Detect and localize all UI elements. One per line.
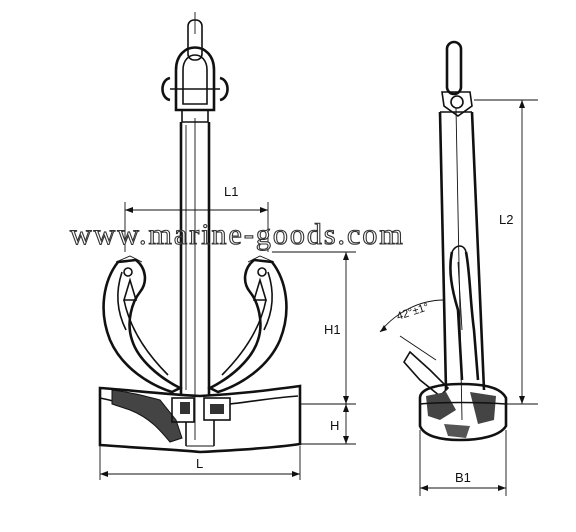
watermark-text: www.marine-goods.com <box>70 218 405 251</box>
right-fluke <box>207 255 288 394</box>
label-h: H <box>330 418 339 433</box>
dimension-b1: B1 <box>419 430 507 496</box>
dimension-h1: H1 <box>272 251 356 405</box>
label-angle: 42°±1° <box>395 301 430 323</box>
label-l2: L2 <box>499 212 513 227</box>
dimension-l1: L1 <box>124 184 269 252</box>
label-l: L <box>196 456 203 471</box>
side-crown <box>418 382 508 442</box>
front-view: L1 H1 H L <box>98 12 356 480</box>
dimension-l: L <box>99 446 301 480</box>
side-shackle <box>441 40 473 117</box>
shank <box>179 118 211 440</box>
side-view: L2 42°±1° B1 <box>379 40 538 496</box>
shackle <box>161 12 229 123</box>
crown <box>98 384 302 454</box>
left-fluke <box>102 255 183 394</box>
label-b1: B1 <box>455 470 471 485</box>
side-fluke <box>403 245 480 398</box>
label-h1: H1 <box>324 322 341 337</box>
angle-annotation: 42°±1° <box>379 299 445 361</box>
dimension-h: H <box>300 404 356 445</box>
dimension-l2: L2 <box>474 99 538 405</box>
label-l1: L1 <box>224 184 238 199</box>
